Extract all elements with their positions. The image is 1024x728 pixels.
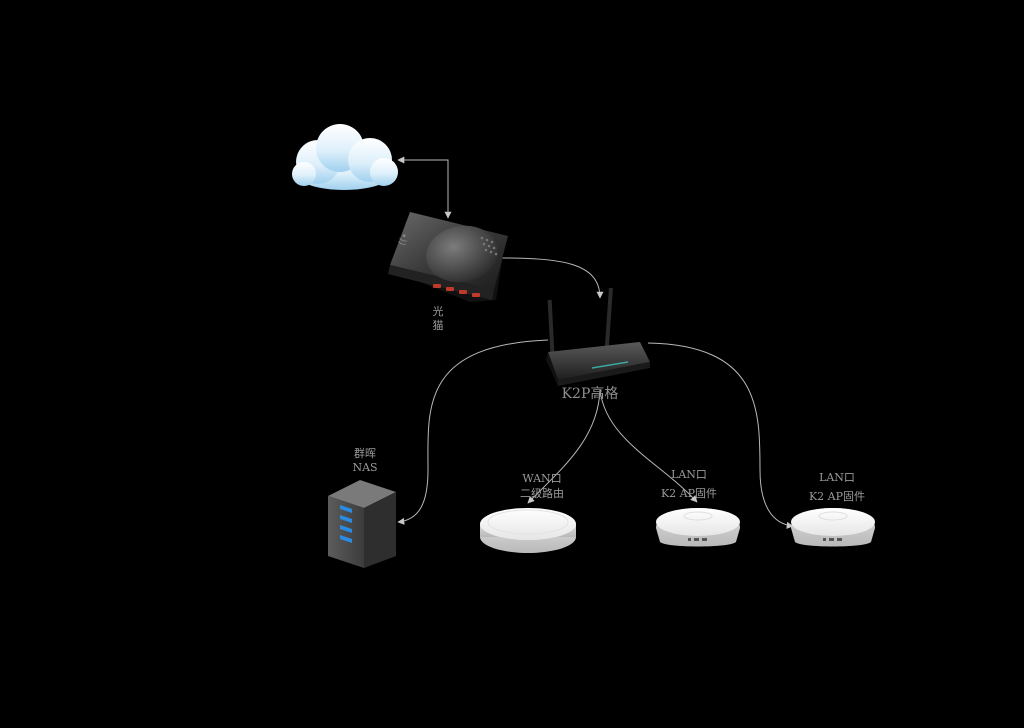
modem-label: 光 猫 [428,305,448,333]
modem-label-line2: 猫 [432,319,444,332]
ap-wan-label-line1: WAN口 [522,472,562,485]
nas-label-line1: 群晖 [354,447,376,460]
edge-router-ap-wan [527,389,601,504]
nas-label: 群晖 NAS [340,447,390,475]
edge-modem-router [497,257,604,299]
ap-lan-2-label-line2: K2 AP固件 [808,490,866,503]
optical-modem-icon: ((• [388,212,508,302]
cloud-icon [292,124,398,190]
nas-label-line2: NAS [352,461,378,474]
connectors [397,156,794,529]
router-label: K2P高格 [561,386,619,402]
edge-router-ap-lan-1 [599,389,698,503]
wireless-router-icon [546,287,650,386]
edge-router-nas [397,339,549,525]
modem-label-line1: 光 [432,305,444,318]
edge-modem-internet [397,156,452,219]
ap-lan-1-label-line2: K2 AP固件 [660,487,718,500]
ap-lan-1-label: LAN口 K2 AP固件 [644,465,734,503]
ceiling-ap-icon [791,508,875,547]
ap-wan-label: WAN口 二级路由 [500,471,584,501]
svg-text:((•: ((• [397,232,411,247]
ap-lan-2-label: LAN口 K2 AP固件 [792,468,882,506]
ap-wan-label-line2: 二级路由 [520,487,564,500]
ceiling-ap-icon [480,508,576,553]
edge-router-ap-lan-2 [647,342,794,529]
server-icon [328,480,396,568]
ap-lan-2-label-line1: LAN口 [819,471,855,484]
ap-lan-1-label-line1: LAN口 [671,468,707,481]
ceiling-ap-icon [656,508,740,547]
